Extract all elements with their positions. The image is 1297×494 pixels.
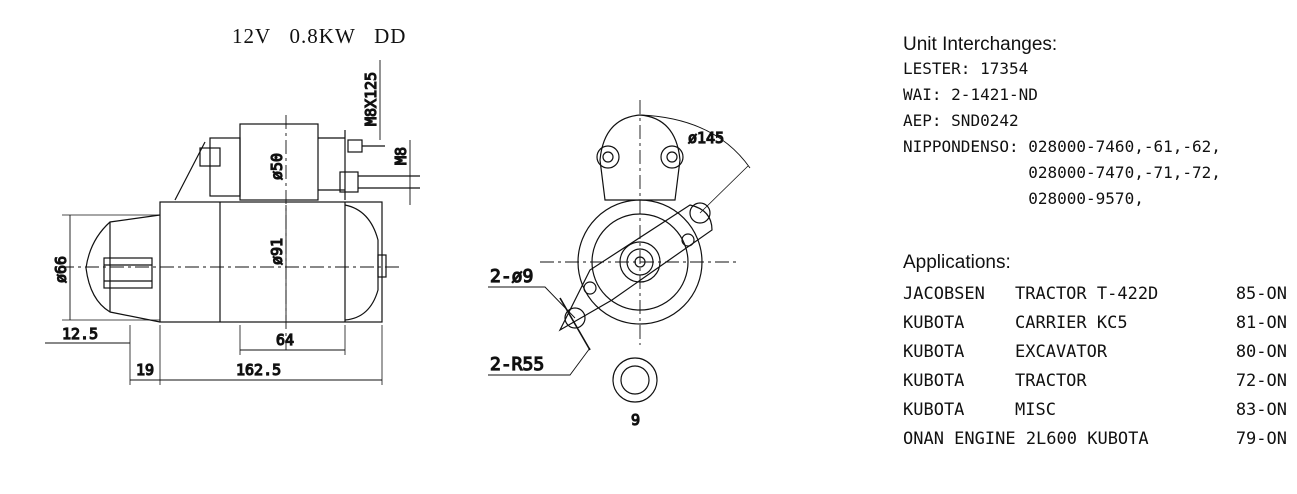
dim-m8x125: M8X125	[362, 72, 380, 126]
dim-m8: M8	[392, 147, 410, 165]
interchange-row: WAI: 2-1421-ND	[903, 85, 1038, 104]
interchange-row: NIPPONDENSO: 028000-7460,-61,-62,028000-…	[903, 137, 1221, 208]
dim-teeth: 9	[631, 411, 640, 429]
interchange-row: AEP: SND0242	[903, 111, 1019, 130]
terminal-m8	[347, 139, 363, 153]
dim-d50: ø50	[268, 153, 286, 180]
applications-heading: Applications:	[903, 252, 1011, 273]
dim-12-5: 12.5	[62, 325, 98, 343]
mounting-flange	[558, 204, 713, 332]
dim-d91: ø91	[268, 238, 286, 265]
mount-hole-2	[689, 202, 711, 224]
front-view	[488, 100, 751, 403]
pinion-gear-symbol	[612, 357, 658, 403]
info-panel: Unit Interchanges: LESTER: 17354 WAI: 2-…	[903, 34, 1293, 454]
side-view	[45, 60, 420, 385]
starter-drawing: M8X125 M8 ø50 ø91 ø66 12.5 64 19 162.5	[45, 60, 751, 430]
mount-hole-1	[564, 307, 586, 329]
dim-64: 64	[276, 331, 294, 349]
terminal-lead	[339, 171, 359, 193]
dim-d145: ø145	[688, 129, 724, 147]
dim-19: 19	[136, 361, 154, 379]
dim-radius: 2-R55	[490, 354, 544, 375]
drive-housing	[85, 214, 161, 323]
interchange-row: LESTER: 17354	[903, 59, 1029, 78]
dim-162-5: 162.5	[236, 361, 281, 379]
spec-label: 12V 0.8KW DD	[232, 24, 407, 48]
motor-body	[159, 201, 383, 323]
pinion	[103, 257, 153, 289]
interchanges-heading: Unit Interchanges:	[903, 34, 1058, 55]
dim-d66: ø66	[52, 256, 70, 283]
dim-holes: 2-ø9	[490, 266, 533, 287]
